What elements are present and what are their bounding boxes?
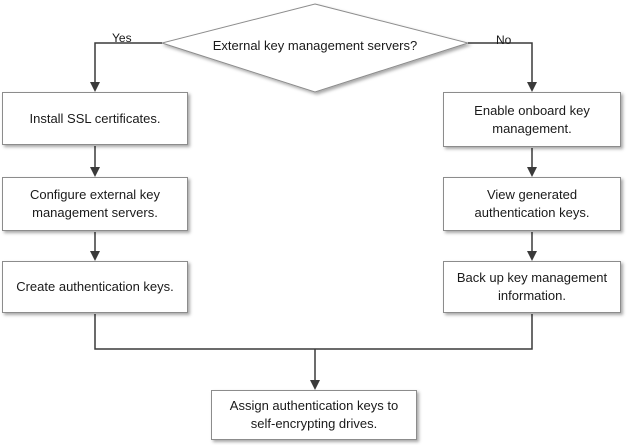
decision-diamond [160,3,470,93]
yes-connector [90,42,162,92]
step-back-up-key-management-information: Back up key management information. [443,261,621,313]
merge-connector [94,314,533,350]
step-create-authentication-keys: Create authentication keys. [2,261,188,313]
no-connector [468,42,537,92]
step-view-generated-authentication-keys: View generated authentication keys. [443,177,621,231]
step-assign-keys-to-self-encrypting-drives: Assign authentication keys to self-encry… [211,390,417,440]
yes-label: Yes [112,31,132,45]
decision-text: External key management servers? [212,38,418,53]
no-label: No [496,33,512,47]
step-install-ssl-certificates: Install SSL certificates. [2,92,188,145]
step-enable-onboard-key-management: Enable onboard key management. [443,92,621,147]
step-configure-external-key-servers: Configure external key management server… [2,177,188,231]
